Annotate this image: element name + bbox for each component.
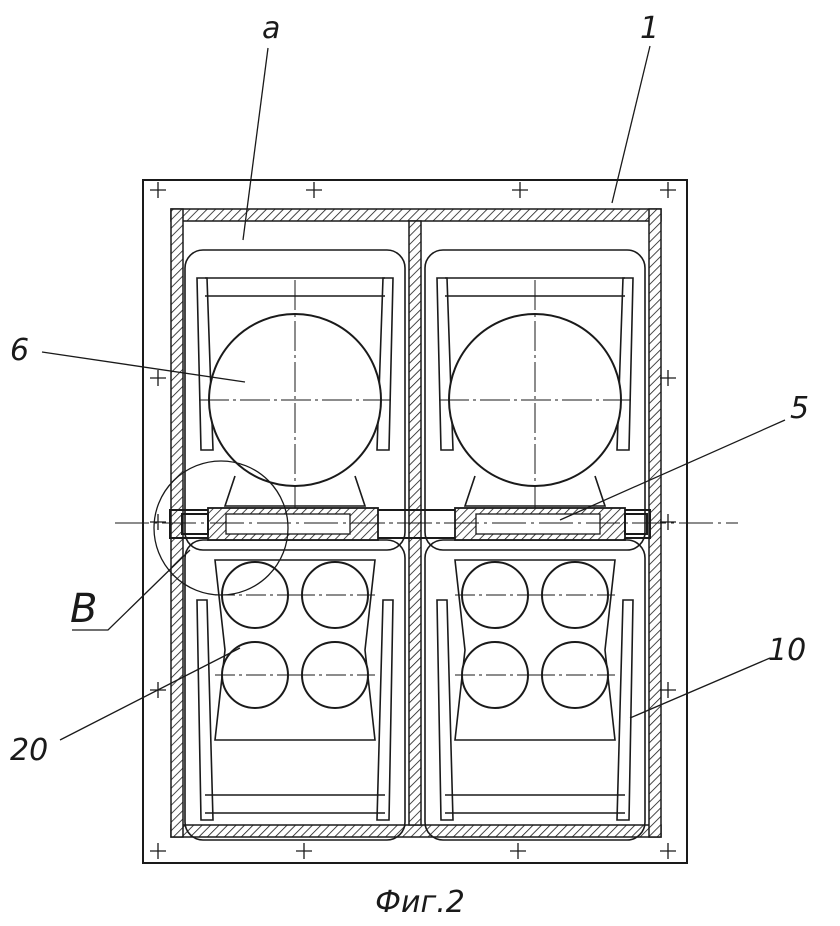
drum-base-2: [463, 475, 607, 507]
label-b: B: [70, 586, 97, 632]
label-5: 5: [790, 391, 809, 426]
leg-right-2: [616, 277, 634, 451]
leg-right-1: [376, 277, 394, 451]
label-1: 1: [640, 11, 659, 46]
leader-lines: [41, 45, 786, 741]
leg-right-4: [616, 599, 634, 821]
tank-body-3: [214, 559, 376, 741]
leg-left-1: [196, 277, 214, 451]
leg-left-3: [196, 599, 214, 821]
label-a: a: [262, 11, 280, 46]
leg-right-3: [376, 599, 394, 821]
shaft-assembly: [169, 507, 651, 541]
label-10: 10: [768, 633, 806, 668]
leg-left-2: [436, 277, 454, 451]
leg-left-4: [436, 599, 454, 821]
cell-enclosure-2: [424, 249, 646, 551]
label-20: 20: [10, 733, 48, 768]
figure-caption: Фиг.2: [375, 885, 465, 920]
detail-circle-b: [153, 460, 289, 596]
tank-body-4: [454, 559, 616, 741]
outer-frame: [142, 179, 688, 864]
label-6: 6: [10, 333, 29, 368]
cell-enclosure-1: [184, 249, 406, 551]
drum-base-1: [223, 475, 367, 507]
mounting-crosses: [150, 182, 676, 859]
